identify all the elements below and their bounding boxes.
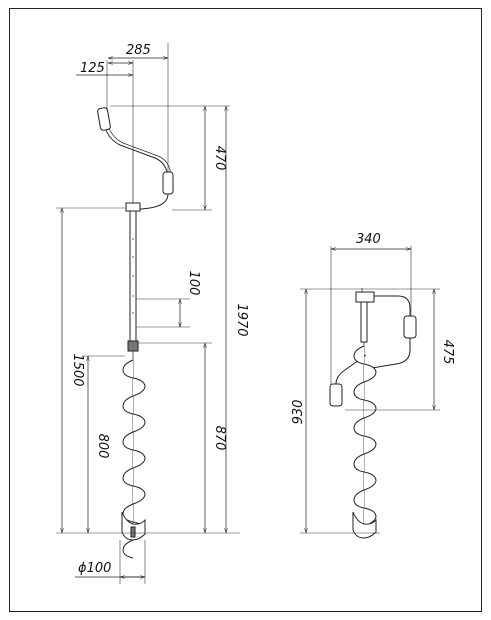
crank-return [132,193,169,211]
rod-coupling [127,340,139,352]
dim-text-1500: 1500 [70,353,85,386]
folded-auger-spiral [353,345,377,527]
folded-rod [360,301,368,343]
folded-lower-grip [329,383,343,407]
folded-handle-return [371,338,411,369]
folded-auger-tip [352,511,377,539]
dim-text-100: 100 [186,271,201,296]
dim-text-470: 470 [212,146,227,171]
dim-text-285: 285 [126,43,151,58]
folded-upper-grip [403,315,417,339]
dim-text-800: 800 [95,434,110,459]
drawing-frame [9,8,482,612]
crank-top-grip [97,107,111,131]
side-view: 125 285 470 100 1970 870 1500 800 ϕ100 [56,43,249,584]
auger-spiral [121,351,146,559]
clamp-block [125,202,141,212]
dim-text-340: 340 [356,232,381,247]
folded-view: 340 475 930 [291,232,455,539]
crank-arm-inner [108,127,172,177]
dim-text-diameter: ϕ100 [78,561,111,576]
dim-text-125: 125 [80,61,105,76]
dim-text-1970: 1970 [234,303,249,336]
folded-clamp [355,291,375,303]
crank-lower-grip [162,171,174,195]
folded-handle-arm [374,295,411,318]
dim-text-930: 930 [291,400,306,425]
dim-text-475: 475 [440,340,455,365]
dim-text-870: 870 [212,426,227,451]
